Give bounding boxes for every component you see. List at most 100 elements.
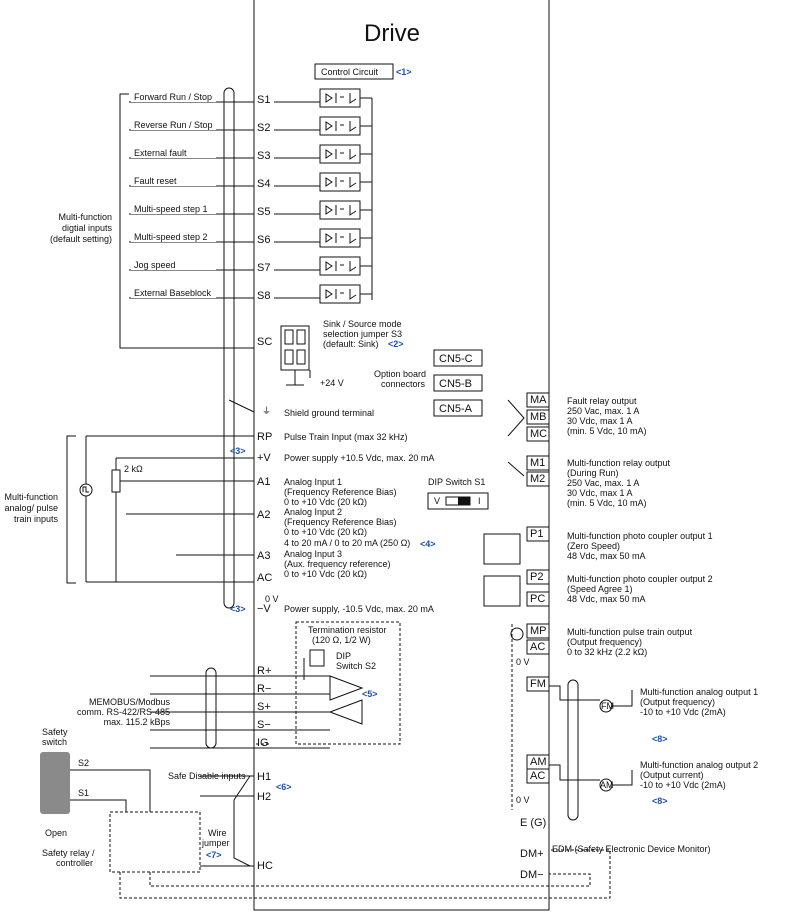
mfdi-group-1: Multi-function bbox=[58, 212, 112, 222]
plusv-terminal: +V bbox=[257, 452, 271, 464]
output-description: 250 Vac, max. 1 A bbox=[567, 478, 639, 488]
output-description: (min. 5 Vdc, 10 mA) bbox=[567, 498, 647, 508]
output-description: 48 Vdc, max 50 mA bbox=[567, 594, 646, 604]
input-terminal: S7 bbox=[257, 262, 270, 274]
rx-amplifier bbox=[329, 675, 364, 701]
output-terminal: P2 bbox=[530, 571, 543, 583]
ref-4: <4> bbox=[420, 539, 436, 549]
hc-terminal: HC bbox=[257, 860, 273, 872]
a2-line-4: 4 to 20 mA / 0 to 20 mA (250 Ω) bbox=[284, 538, 410, 548]
input-label: Jog speed bbox=[134, 260, 176, 270]
rp-terminal: RP bbox=[257, 431, 272, 443]
input-terminal: S6 bbox=[257, 234, 270, 246]
memobus-3: max. 115.2 kBps bbox=[104, 717, 171, 727]
wire-jumper-2: jumper bbox=[201, 838, 230, 848]
a2-line-2: (Frequency Reference Bias) bbox=[284, 517, 397, 527]
ref-6: <6> bbox=[276, 782, 292, 792]
plusv-label: Power supply +10.5 Vdc, max. 20 mA bbox=[284, 453, 434, 463]
analog-bracket bbox=[66, 435, 76, 584]
zero-v-out-2: 0 V bbox=[516, 795, 530, 805]
output-description: Multi-function analog output 1 bbox=[640, 687, 758, 697]
ref-7: <7> bbox=[206, 850, 222, 860]
input-row-s7: Jog speed S7 bbox=[129, 256, 372, 276]
safety-switch bbox=[40, 752, 70, 814]
input-terminal: S2 bbox=[257, 122, 270, 134]
output-description: 30 Vdc, max 1 A bbox=[567, 416, 633, 426]
a3-terminal: A3 bbox=[257, 550, 270, 562]
am-meter-label: AM bbox=[600, 780, 614, 790]
output-description: Multi-function photo coupler output 2 bbox=[567, 574, 713, 584]
a3-line-2: (Aux. frequency reference) bbox=[284, 559, 391, 569]
termination-1: Termination resistor bbox=[308, 625, 387, 635]
safety-relay-2: controller bbox=[56, 858, 93, 868]
drive-title: Drive bbox=[364, 20, 420, 47]
zero-v-out-1: 0 V bbox=[516, 657, 530, 667]
safety-s2: S2 bbox=[78, 758, 89, 768]
input-label: Multi-speed step 2 bbox=[134, 232, 208, 242]
ref-3b: <3> bbox=[230, 604, 246, 614]
output-description: 0 to 32 kHz (2.2 kΩ) bbox=[567, 647, 647, 657]
output-description: Multi-function pulse train output bbox=[567, 627, 693, 637]
a1-line-2: (Frequency Reference Bias) bbox=[284, 487, 397, 497]
minusv-label: Power supply, -10.5 Vdc, max. 20 mA bbox=[284, 604, 434, 614]
fm-meter-label: FM bbox=[601, 701, 614, 711]
sink-source-3: (default: Sink) bbox=[323, 339, 379, 349]
ac-terminal: AC bbox=[257, 572, 272, 584]
edm-label: EDM (Safety Electronic Device Monitor) bbox=[552, 844, 711, 854]
mfdi-group-3: (default setting) bbox=[50, 234, 112, 244]
safety-relay-1: Safety relay / bbox=[42, 848, 95, 858]
shield-ground-label: Shield ground terminal bbox=[284, 408, 374, 418]
output-description: 30 Vdc, max 1 A bbox=[567, 488, 633, 498]
output-description: (Output frequency) bbox=[567, 637, 642, 647]
a2-line-3: 0 to +10 Vdc (20 kΩ) bbox=[284, 527, 367, 537]
input-label: Forward Run / Stop bbox=[134, 92, 212, 102]
a3-line-3: 0 to +10 Vdc (20 kΩ) bbox=[284, 569, 367, 579]
pot-label: 2 kΩ bbox=[124, 464, 143, 474]
a3-line-1: Analog Input 3 bbox=[284, 549, 342, 559]
output-terminal: MB bbox=[530, 411, 547, 423]
eg-terminal: E (G) bbox=[520, 817, 546, 829]
input-row-s1: Forward Run / Stop S1 bbox=[129, 88, 372, 108]
analog-group-3: train inputs bbox=[14, 514, 59, 524]
input-terminal: S1 bbox=[257, 94, 270, 106]
minusv-terminal: −V bbox=[257, 603, 271, 615]
control-circuit-box bbox=[314, 63, 394, 80]
output-terminal: AC bbox=[530, 770, 545, 782]
dip-s1-box bbox=[427, 492, 489, 510]
ref-3a: <3> bbox=[230, 446, 246, 456]
open-label: Open bbox=[45, 828, 67, 838]
input-label: External Baseblock bbox=[134, 288, 212, 298]
a1-line-3: 0 to +10 Vdc (20 kΩ) bbox=[284, 497, 367, 507]
ref-8a: <8> bbox=[652, 734, 668, 744]
h2-terminal: H2 bbox=[257, 791, 271, 803]
output-terminal: M2 bbox=[530, 473, 545, 485]
cn5a: CN5-A bbox=[439, 403, 473, 415]
ref-1: <1> bbox=[396, 67, 412, 77]
comm-terminal: S− bbox=[257, 719, 271, 731]
cn5b-box bbox=[433, 374, 483, 392]
comm-terminal: R+ bbox=[257, 665, 271, 677]
analog-group-1: Multi-function bbox=[4, 492, 58, 502]
output-terminal: PC bbox=[530, 593, 545, 605]
ref-5: <5> bbox=[362, 689, 378, 699]
mfdi-bracket bbox=[119, 93, 129, 349]
input-terminal: S4 bbox=[257, 178, 270, 190]
output-description: 48 Vdc, max 50 mA bbox=[567, 551, 646, 561]
sc-terminal: SC bbox=[257, 336, 272, 348]
output-terminal: FM bbox=[530, 678, 546, 690]
option-board-2: connectors bbox=[381, 379, 426, 389]
dip-s1-label: DIP Switch S1 bbox=[428, 477, 485, 487]
output-description: (Output current) bbox=[640, 770, 704, 780]
sink-source-1: Sink / Source mode bbox=[323, 319, 402, 329]
dip-s2-1: DIP bbox=[336, 651, 351, 661]
memobus-2: comm. RS-422/RS-485 bbox=[77, 707, 170, 717]
output-terminal: MC bbox=[530, 428, 547, 440]
ref-2: <2> bbox=[388, 339, 404, 349]
comm-terminals: R+R−S+S−IG bbox=[150, 665, 330, 749]
control-circuit-label: Control Circuit bbox=[321, 67, 379, 77]
